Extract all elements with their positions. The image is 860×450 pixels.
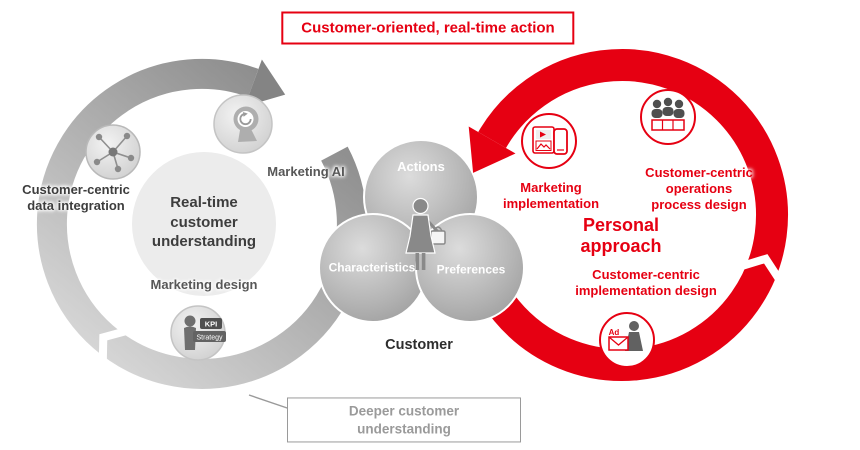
bottom-callout: Deeper customer understanding: [287, 397, 521, 443]
ad-icon: Ad: [599, 312, 655, 368]
marketing-design-label: Marketing design: [150, 276, 258, 292]
data-integration-label: Customer-centric data integration: [22, 181, 130, 213]
data-integration-icon: [85, 124, 141, 180]
marketing-implementation-icon: [521, 113, 577, 169]
strategy-badge: Strategy: [196, 335, 223, 342]
kpi-strategy-icon: KPI Strategy: [170, 305, 226, 361]
marketing-implementation-label: Marketing implementation: [502, 179, 600, 211]
red-arrowhead-icon: [468, 126, 516, 173]
ad-badge: Ad: [609, 328, 620, 337]
customer-person-figure: [405, 197, 446, 270]
implementation-design-label: Customer-centric implementation design: [575, 266, 717, 298]
kpi-badge: KPI: [205, 320, 218, 329]
actions-label: Actions: [397, 158, 445, 174]
gray-ring-chevron-icon: [98, 326, 129, 363]
gray-arrowhead-icon: [244, 59, 286, 107]
left-cycle-title: Real-time customer understanding: [151, 193, 257, 250]
marketing-ai-icon: [213, 94, 273, 154]
right-cycle-title: Personal approach: [580, 214, 662, 256]
red-ring-chevron-icon: [740, 254, 783, 282]
operations-process-icon: [640, 89, 696, 145]
left-center-circle: [132, 152, 276, 296]
operations-label: Customer-centric operations process desi…: [645, 165, 753, 212]
right-cycle-ring: [461, 49, 788, 381]
characteristics-label: Characteristics: [328, 260, 416, 275]
marketing-ai-label: Marketing AI: [267, 163, 345, 179]
customer-label: Customer: [385, 336, 453, 353]
top-callout: Customer-oriented, real-time action: [281, 11, 575, 45]
preferences-label: Preferences: [436, 262, 506, 277]
